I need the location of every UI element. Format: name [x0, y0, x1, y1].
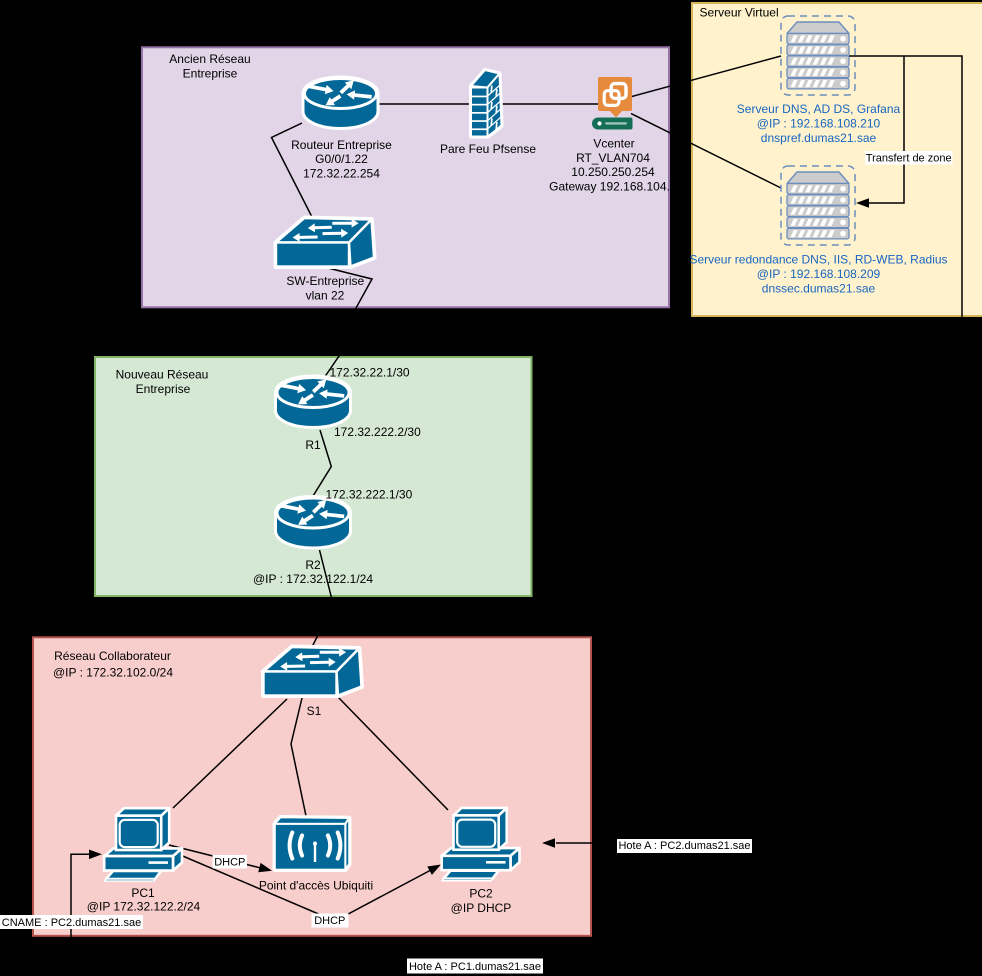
- svg-text:PC1: PC1: [131, 886, 155, 900]
- svg-text:dnssec.dumas21.sae: dnssec.dumas21.sae: [762, 281, 876, 295]
- svg-text:Routeur Entreprise: Routeur Entreprise: [291, 138, 392, 152]
- svg-text:G0/0/1.22: G0/0/1.22: [315, 152, 368, 166]
- svg-text:@IP : 172.32.102.0/24: @IP : 172.32.102.0/24: [53, 666, 173, 680]
- svg-text:172.32.222.1/30: 172.32.222.1/30: [326, 488, 413, 502]
- svg-text:172.32.22.1/30: 172.32.22.1/30: [330, 366, 410, 380]
- svg-text:Gateway 192.168.104.: Gateway 192.168.104.: [549, 180, 670, 194]
- svg-text:@IP : 172.32.122.1/24: @IP : 172.32.122.1/24: [253, 572, 373, 586]
- svg-text:DHCP: DHCP: [314, 915, 345, 927]
- svg-text:S1: S1: [307, 704, 322, 718]
- svg-text:R2: R2: [305, 558, 321, 572]
- svg-text:Serveur Virtuel: Serveur Virtuel: [700, 5, 779, 19]
- svg-text:@IP 172.32.122.2/24: @IP 172.32.122.2/24: [87, 899, 201, 913]
- svg-text:dnspref.dumas21.sae: dnspref.dumas21.sae: [761, 131, 877, 145]
- svg-text:@IP : 192.168.108.210: @IP : 192.168.108.210: [757, 117, 881, 131]
- svg-text:SW-Entreprise: SW-Entreprise: [286, 274, 364, 288]
- svg-text:@IP DHCP: @IP DHCP: [451, 901, 512, 915]
- svg-text:Entreprise: Entreprise: [136, 382, 191, 396]
- svg-text:Ancien Réseau: Ancien Réseau: [169, 52, 250, 66]
- svg-text:Transfert de zone: Transfert de zone: [866, 153, 952, 165]
- svg-text:Point d'accès Ubiquiti: Point d'accès Ubiquiti: [259, 878, 373, 892]
- svg-text:vlan 22: vlan 22: [306, 289, 345, 303]
- svg-text:DHCP: DHCP: [214, 857, 245, 869]
- svg-text:Hote A : PC1.dumas21.sae: Hote A : PC1.dumas21.sae: [409, 961, 541, 973]
- svg-text:R1: R1: [305, 438, 321, 452]
- svg-text:CNAME : PC2.dumas21.sae: CNAME : PC2.dumas21.sae: [2, 917, 141, 929]
- svg-text:PC2: PC2: [469, 887, 493, 901]
- svg-text:172.32.222.2/30: 172.32.222.2/30: [334, 425, 421, 439]
- svg-text:Serveur DNS, AD DS, Grafana: Serveur DNS, AD DS, Grafana: [737, 102, 901, 116]
- svg-text:Serveur redondance DNS, IIS, R: Serveur redondance DNS, IIS, RD-WEB, Rad…: [689, 253, 947, 267]
- svg-text:Hote A : PC2.dumas21.sae: Hote A : PC2.dumas21.sae: [618, 840, 750, 852]
- svg-text:RT_VLAN704: RT_VLAN704: [576, 151, 650, 165]
- svg-text:@IP : 192.168.108.209: @IP : 192.168.108.209: [757, 267, 881, 281]
- svg-text:Entreprise: Entreprise: [183, 67, 238, 81]
- svg-text:172.32.22.254: 172.32.22.254: [303, 167, 380, 181]
- svg-text:Nouveau Réseau: Nouveau Réseau: [116, 368, 209, 382]
- svg-text:Réseau Collaborateur: Réseau Collaborateur: [54, 649, 171, 663]
- svg-text:Pare Feu Pfsense: Pare Feu Pfsense: [440, 142, 536, 156]
- svg-text:Vcenter: Vcenter: [593, 136, 634, 150]
- svg-text:10.250.250.254: 10.250.250.254: [571, 165, 655, 179]
